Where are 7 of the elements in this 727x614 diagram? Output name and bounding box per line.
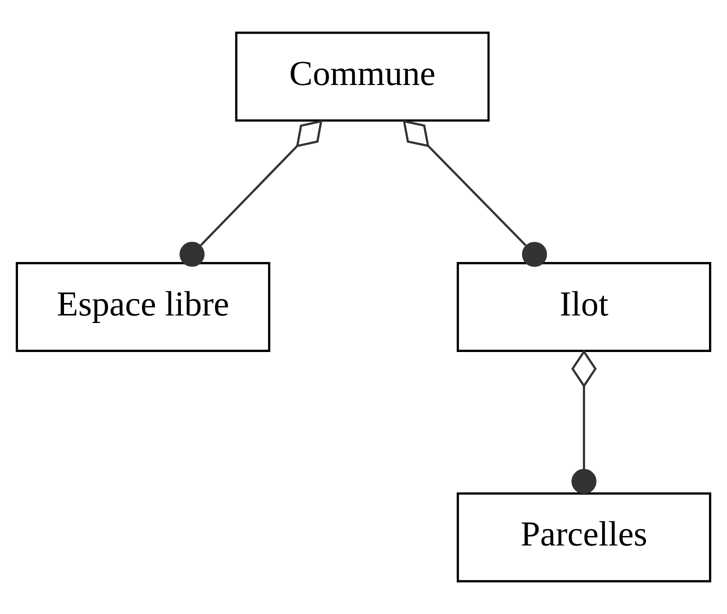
node-box: Espace libre [16, 262, 270, 352]
connector [180, 120, 323, 267]
connector [571, 350, 597, 494]
node-box: Ilot [456, 262, 712, 352]
node-box: Commune [235, 32, 490, 122]
connector [402, 120, 548, 267]
node-box: Parcelles [456, 492, 712, 582]
